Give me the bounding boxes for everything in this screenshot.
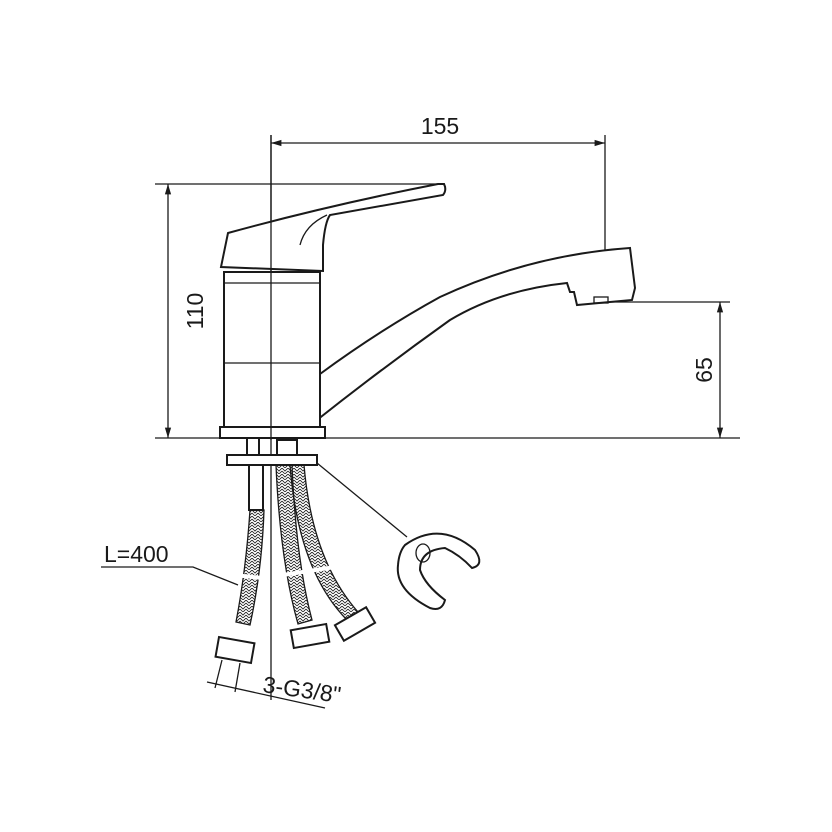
hose-nut (289, 622, 331, 650)
aerator (593, 296, 609, 304)
spout (305, 246, 637, 424)
hose-break (233, 573, 263, 580)
dimension-spout-height: 65 (577, 301, 730, 438)
spout-height-label: 65 (691, 357, 717, 383)
handle-contour (299, 214, 328, 246)
thread-label: 3-G3/8" (261, 671, 342, 708)
horseshoe-washer (396, 532, 481, 610)
base-plate (219, 426, 326, 439)
hose-length-label: L=400 (104, 541, 169, 567)
thread-callout: 3-G3/8" (206, 659, 343, 709)
hose-break (282, 565, 336, 577)
hose-1 (235, 509, 265, 626)
dimension-height: 110 (155, 183, 445, 438)
leader-line (316, 462, 408, 538)
lever-handle (219, 183, 447, 273)
extension-line (234, 662, 241, 693)
clamp-plate (226, 454, 318, 466)
flexible-hoses (214, 464, 377, 665)
hose-nut (333, 605, 377, 643)
faucet-body (223, 271, 321, 429)
reach-label: 155 (421, 113, 459, 139)
stud (246, 437, 260, 456)
hose-length-callout: L=400 (101, 541, 239, 586)
threaded-rod (248, 464, 264, 511)
mounting-kit (226, 437, 481, 610)
extension-line (214, 659, 223, 689)
hose-2 (275, 464, 313, 625)
hose-connector (276, 439, 298, 456)
hose-nut (214, 635, 256, 665)
dimension-line (206, 681, 326, 709)
leader-line (101, 566, 239, 586)
height-label: 110 (182, 293, 208, 330)
faucet (219, 135, 637, 440)
washer-hole (415, 543, 431, 563)
